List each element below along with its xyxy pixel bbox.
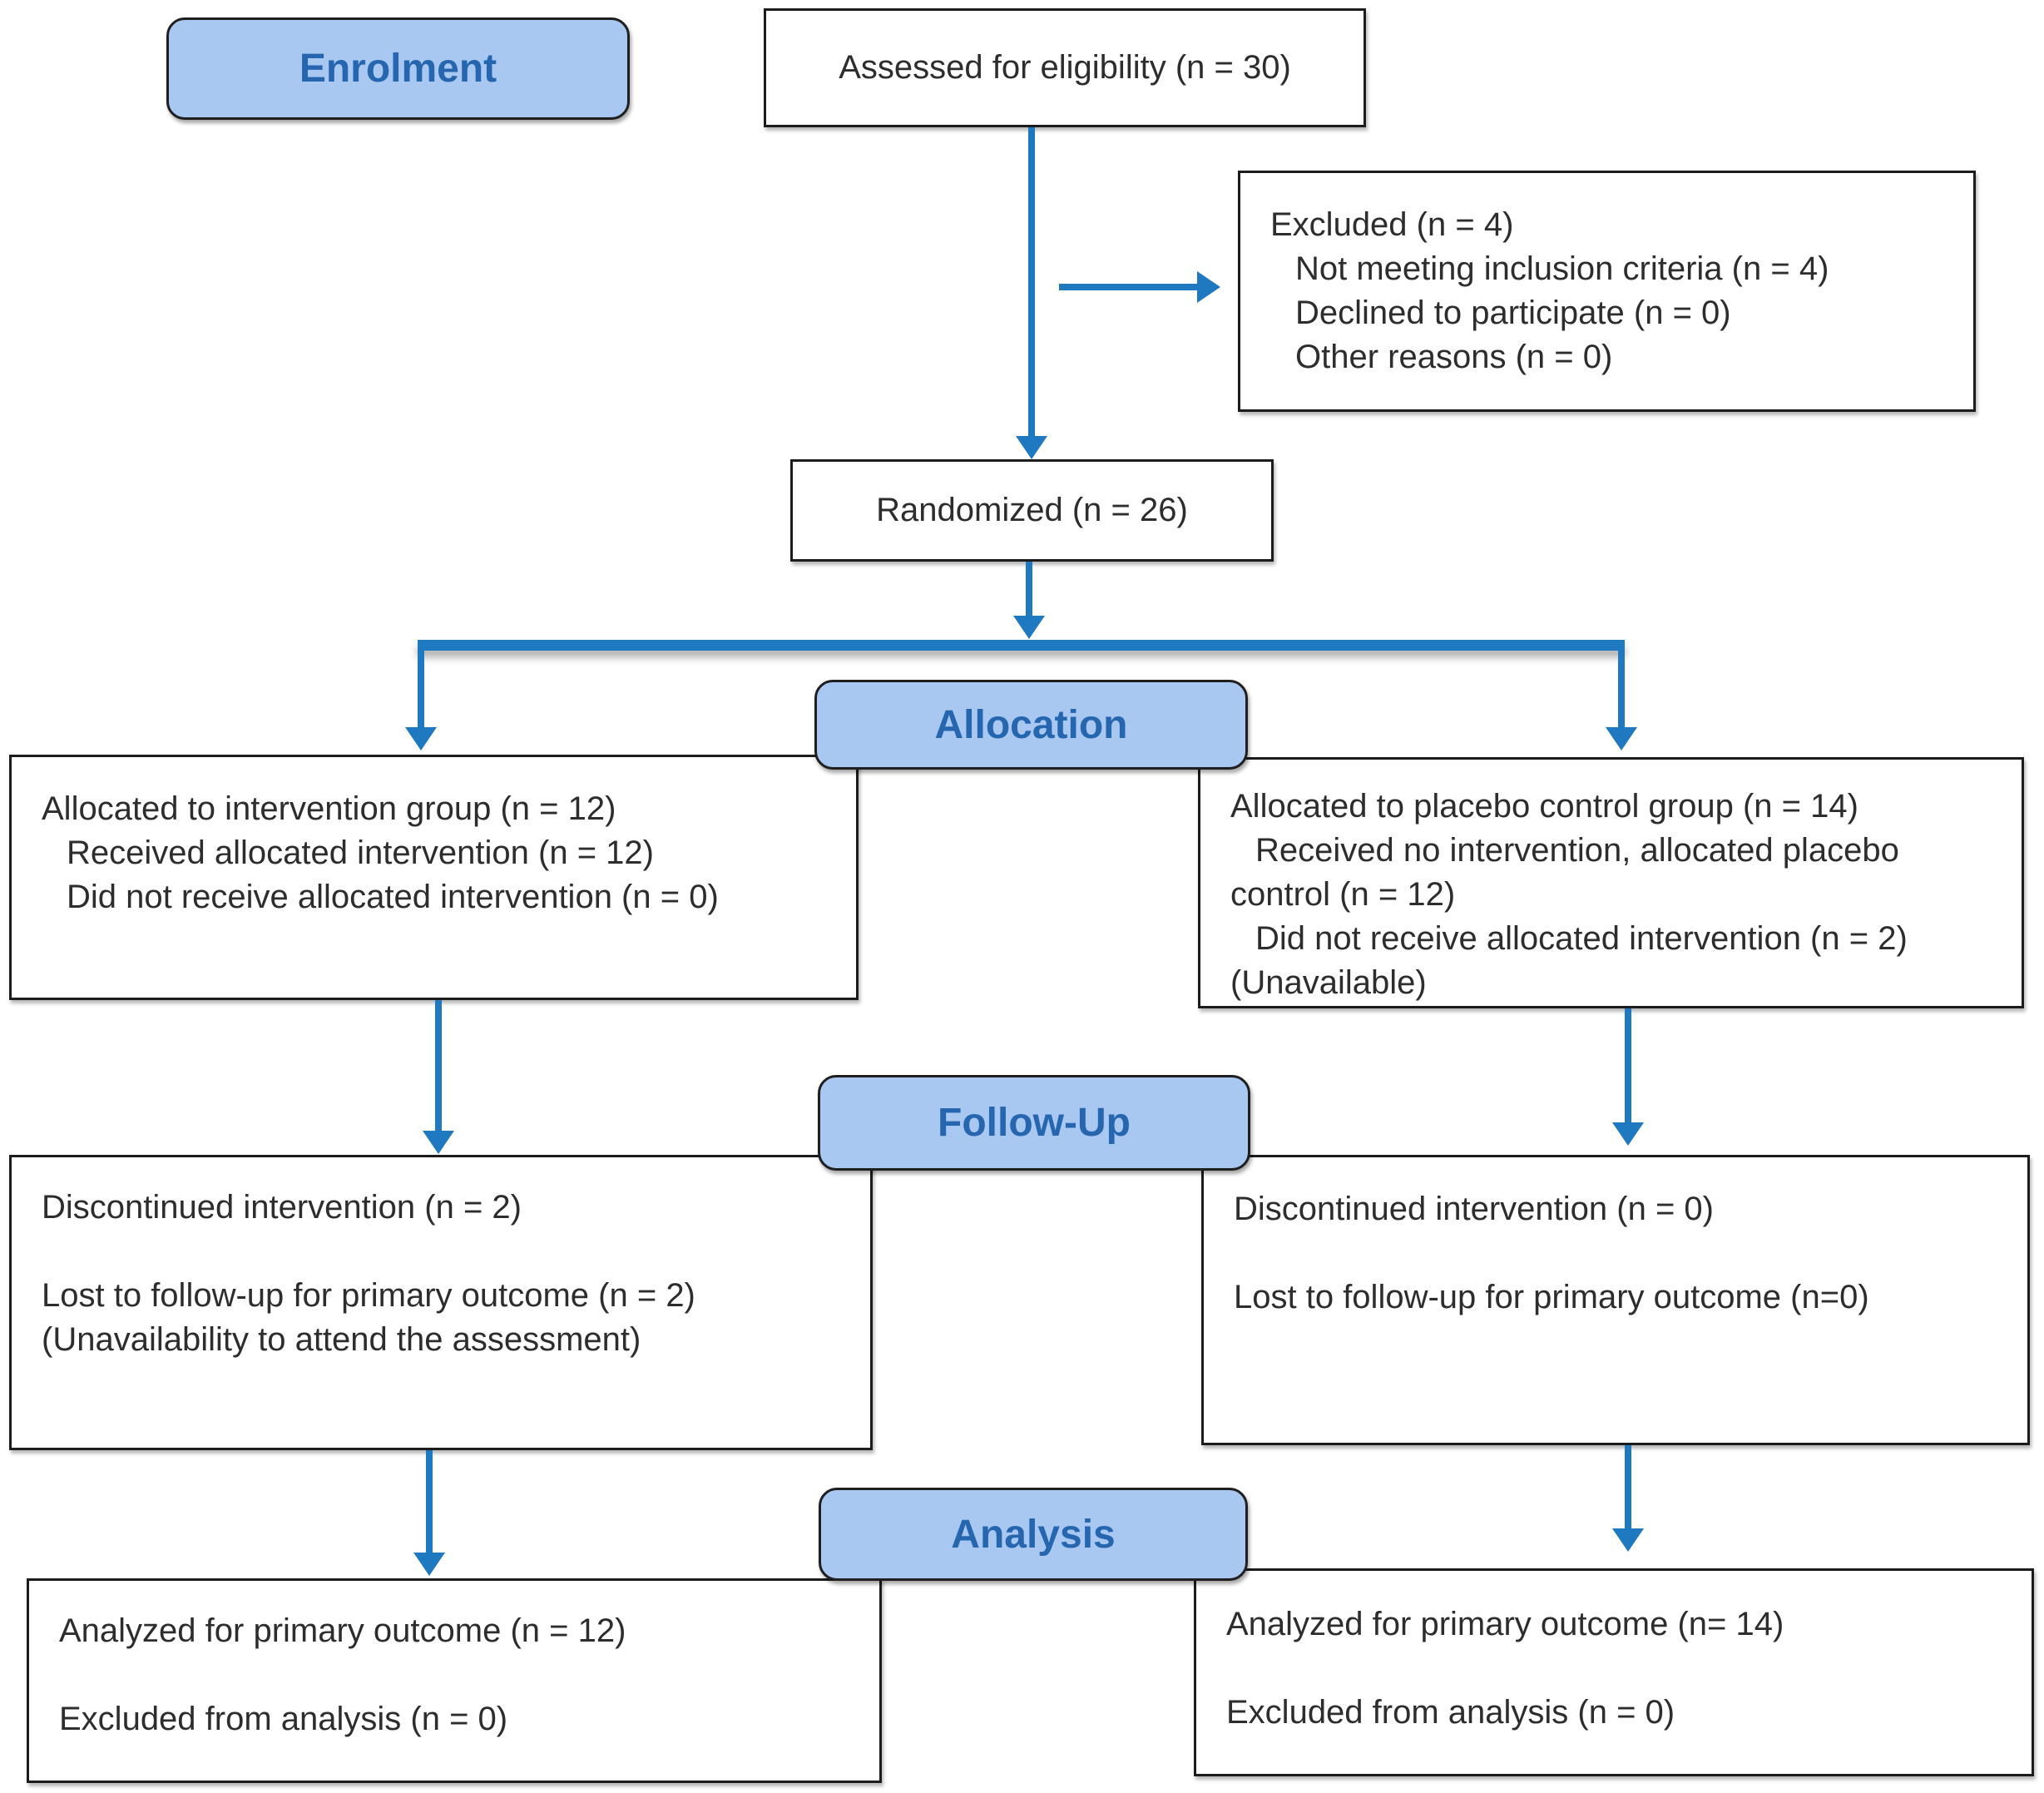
alloc-placebo-line: Allocated to placebo control group (n = … (1230, 788, 1858, 825)
followup-banner-label: Follow-Up (938, 1101, 1131, 1145)
arrow-assessed-to-randomized (1028, 127, 1035, 437)
allocation-banner-label: Allocation (934, 702, 1128, 747)
excluded-line: Not meeting inclusion criteria (n = 4) (1295, 250, 1829, 287)
analysis-intervention-line: Excluded from analysis (n = 0) (59, 1701, 508, 1737)
excluded-line: Declined to participate (n = 0) (1295, 295, 1731, 331)
arrow-split-to-placebo (1618, 640, 1625, 728)
followup-intervention-line: Discontinued intervention (n = 2) (42, 1189, 522, 1226)
enrolment-banner: Enrolment (166, 17, 630, 120)
analysis-intervention-line: Analyzed for primary outcome (n = 12) (59, 1612, 626, 1649)
assessed-for-eligibility-box: Assessed for eligibility (n = 30) (764, 8, 1366, 127)
followup-intervention-line: Lost to follow-up for primary outcome (n… (42, 1277, 695, 1314)
arrow-split-to-intervention (418, 640, 424, 728)
arrow-intervention-to-followup (435, 1000, 442, 1132)
alloc-intervention-line: Allocated to intervention group (n = 12) (42, 790, 616, 827)
analysis-intervention-box: Analyzed for primary outcome (n = 12) Ex… (27, 1578, 882, 1783)
analysis-placebo-line: Excluded from analysis (n = 0) (1226, 1694, 1675, 1731)
alloc-placebo-line: Did not receive allocated intervention (… (1255, 920, 1908, 957)
excluded-box: Excluded (n = 4) Not meeting inclusion c… (1238, 171, 1976, 412)
arrow-followup-to-analysis-left (426, 1450, 433, 1553)
excluded-line: Excluded (n = 4) (1270, 206, 1514, 243)
randomized-box: Randomized (n = 26) (790, 459, 1274, 562)
followup-intervention-box: Discontinued intervention (n = 2) Lost t… (9, 1155, 873, 1450)
followup-placebo-box: Discontinued intervention (n = 0) Lost t… (1201, 1155, 2030, 1445)
alloc-placebo-line: Received no intervention, allocated plac… (1255, 832, 1899, 869)
alloc-intervention-line: Did not receive allocated intervention (… (67, 879, 719, 915)
followup-intervention-line: (Unavailability to attend the assessment… (42, 1321, 641, 1358)
arrow-followup-to-analysis-right (1625, 1445, 1631, 1529)
allocation-banner: Allocation (814, 680, 1248, 770)
randomized-text: Randomized (n = 26) (876, 492, 1188, 528)
allocated-placebo-box: Allocated to placebo control group (n = … (1198, 757, 2024, 1008)
enrolment-banner-label: Enrolment (299, 47, 497, 91)
followup-placebo-line: Lost to follow-up for primary outcome (n… (1234, 1279, 1869, 1315)
analysis-banner: Analysis (819, 1488, 1248, 1581)
randomization-split-line (418, 640, 1625, 651)
alloc-placebo-line: control (n = 12) (1230, 876, 1456, 913)
assessed-text: Assessed for eligibility (n = 30) (839, 49, 1291, 86)
arrow-to-excluded (1059, 284, 1198, 290)
arrow-placebo-to-followup (1625, 1008, 1631, 1123)
analysis-banner-label: Analysis (951, 1512, 1116, 1557)
analysis-placebo-box: Analyzed for primary outcome (n= 14) Exc… (1194, 1568, 2034, 1776)
followup-placebo-line: Discontinued intervention (n = 0) (1234, 1191, 1714, 1227)
followup-banner: Follow-Up (818, 1075, 1250, 1171)
arrow-randomized-to-split (1026, 562, 1032, 617)
excluded-line: Other reasons (n = 0) (1295, 339, 1613, 375)
alloc-placebo-line: (Unavailable) (1230, 964, 1427, 1001)
analysis-placebo-line: Analyzed for primary outcome (n= 14) (1226, 1606, 1784, 1642)
alloc-intervention-line: Received allocated intervention (n = 12) (67, 835, 654, 871)
allocated-intervention-box: Allocated to intervention group (n = 12)… (9, 755, 859, 1000)
